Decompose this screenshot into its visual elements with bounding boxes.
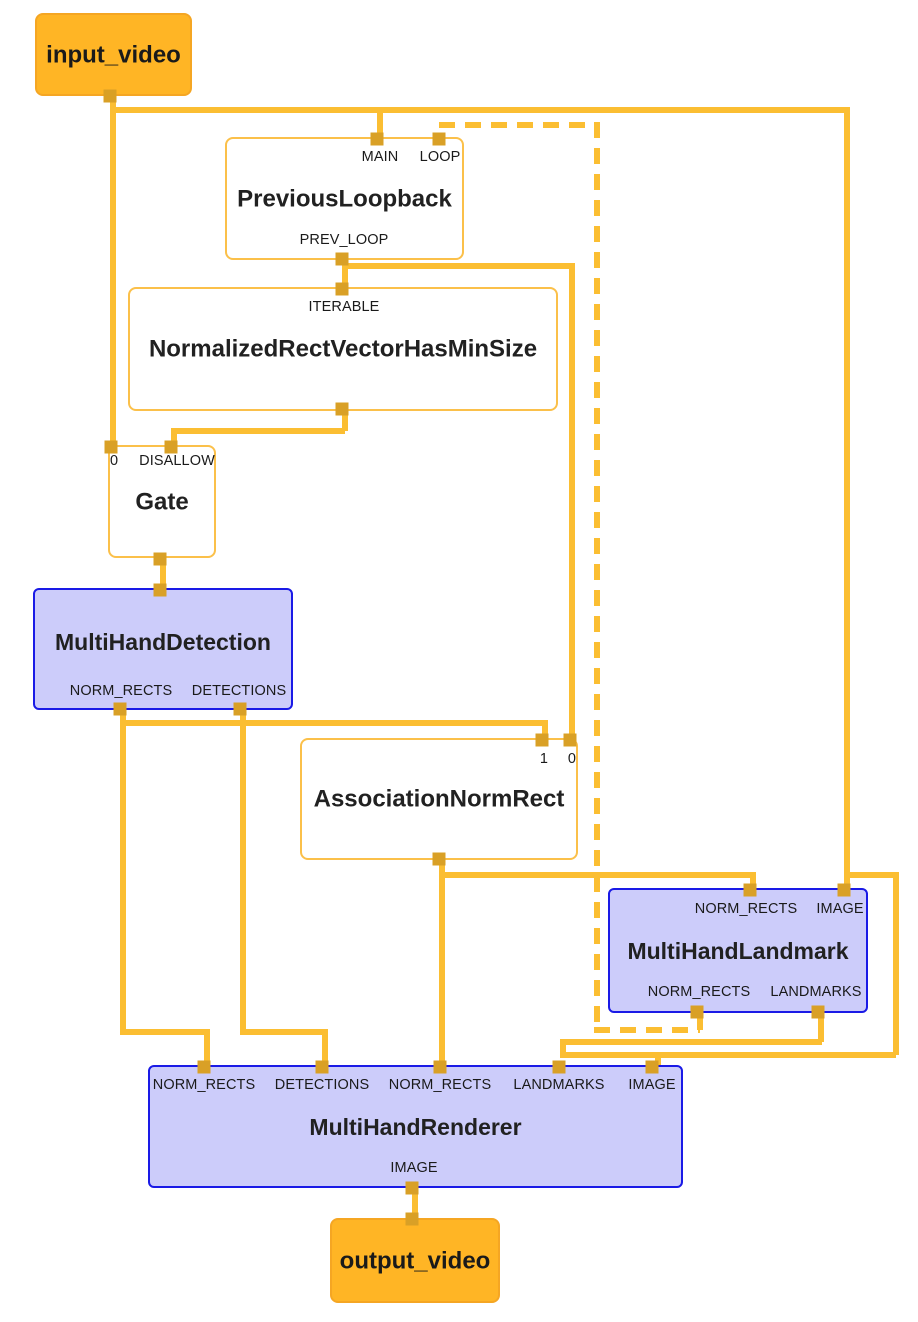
edge-hasminsize-out-stub [342, 405, 348, 431]
node-input-video-label: input_video [46, 40, 181, 68]
edge-gate-to-detection [160, 556, 166, 591]
port-previous-loopback-prev-loop[interactable] [335, 252, 349, 266]
port-renderer-image[interactable] [645, 1060, 659, 1074]
edge-input-to-landmark-image [844, 107, 850, 892]
port-label-iterable: ITERABLE [308, 299, 380, 315]
edge-landmark-loopback-h [594, 1027, 700, 1033]
port-landmark-in-image[interactable] [837, 883, 851, 897]
edge-landmark-landmarks-h2 [560, 1052, 658, 1058]
edge-detection-normrects-to-renderer-h [120, 1029, 207, 1035]
port-label-assoc-1: 1 [539, 751, 549, 767]
edge-image-to-renderer-h2 [652, 1052, 896, 1058]
port-renderer-landmarks[interactable] [552, 1060, 566, 1074]
port-label-assoc-0: 0 [567, 751, 577, 767]
edge-detection-normrects-to-assoc-h [120, 720, 545, 726]
node-gate[interactable]: Gate [108, 445, 216, 558]
port-multi-hand-detection-in[interactable] [153, 583, 167, 597]
edge-prevloop-to-assoc-h [342, 263, 575, 269]
port-label-landmark-out-norm-rects: NORM_RECTS [647, 984, 751, 1000]
port-label-main: MAIN [361, 149, 399, 165]
port-input-video-out[interactable] [103, 89, 117, 103]
port-gate-in0[interactable] [104, 440, 118, 454]
port-label-landmark-in-norm-rects: NORM_RECTS [694, 901, 798, 917]
edge-detection-normrects-to-renderer-v [204, 1029, 210, 1069]
port-association-in1[interactable] [535, 733, 549, 747]
port-renderer-norm-rects-2[interactable] [433, 1060, 447, 1074]
edge-detection-normrects-trunk [120, 708, 126, 1032]
port-label-renderer-landmarks: LANDMARKS [513, 1077, 605, 1093]
node-input-video[interactable]: input_video [35, 13, 192, 96]
port-has-min-size-out[interactable] [335, 402, 349, 416]
edge-renderer-to-output [412, 1185, 418, 1217]
node-output-video-label: output_video [339, 1246, 491, 1274]
node-multi-hand-landmark-label: MultiHandLandmark [627, 937, 849, 964]
edge-landmark-landmarks-v [560, 1039, 566, 1055]
port-multi-hand-detection-norm-rects[interactable] [113, 702, 127, 716]
edge-detection-normrects-to-assoc-v [542, 720, 548, 742]
port-label-landmark-in-image: IMAGE [816, 901, 864, 917]
edge-detection-detections-trunk [240, 708, 246, 1032]
port-gate-disallow[interactable] [164, 440, 178, 454]
port-renderer-out-image[interactable] [405, 1181, 419, 1195]
port-label-renderer-out-image: IMAGE [390, 1160, 438, 1176]
node-association-norm-rect[interactable]: AssociationNormRect [300, 738, 578, 860]
node-previous-loopback-label: PreviousLoopback [237, 184, 452, 212]
port-label-landmark-out-landmarks: LANDMARKS [770, 984, 862, 1000]
port-renderer-norm-rects-1[interactable] [197, 1060, 211, 1074]
edge-assoc-out-trunk [439, 857, 445, 1069]
edge-landmark-loopback-top-h [439, 122, 597, 128]
port-previous-loopback-main[interactable] [370, 132, 384, 146]
edge-landmark-landmarks-h [560, 1039, 822, 1045]
port-label-loop: LOOP [419, 149, 461, 165]
port-label-disallow: DISALLOW [139, 453, 215, 469]
node-multi-hand-landmark[interactable]: MultiHandLandmark [608, 888, 868, 1013]
edge-hasminsize-to-disallow-h [171, 428, 345, 434]
port-multi-hand-detection-detections[interactable] [233, 702, 247, 716]
edge-input-to-main [377, 107, 383, 140]
node-has-min-size-label: NormalizedRectVectorHasMinSize [148, 335, 538, 363]
port-renderer-detections[interactable] [315, 1060, 329, 1074]
port-gate-out[interactable] [153, 552, 167, 566]
port-association-in0[interactable] [563, 733, 577, 747]
port-label-renderer-norm-rects-2: NORM_RECTS [388, 1077, 492, 1093]
node-multi-hand-renderer-label: MultiHandRenderer [309, 1113, 522, 1140]
port-previous-loopback-loop[interactable] [432, 132, 446, 146]
node-output-video[interactable]: output_video [330, 1218, 500, 1303]
edge-prevloop-to-assoc-v [569, 263, 575, 741]
node-multi-hand-detection-label: MultiHandDetection [55, 628, 271, 655]
edge-landmark-landmarks-stub [818, 1010, 824, 1042]
port-label-gate-in0: 0 [110, 453, 119, 469]
port-label-renderer-detections: DETECTIONS [274, 1077, 370, 1093]
edge-prevloop-stub [342, 256, 348, 292]
edge-input-video-trunk [110, 90, 116, 455]
port-label-prev-loop: PREV_LOOP [299, 232, 389, 248]
port-output-video-in[interactable] [405, 1212, 419, 1226]
edge-landmark-loopback-v [594, 122, 600, 1030]
port-has-min-size-iterable[interactable] [335, 282, 349, 296]
port-landmark-out-norm-rects[interactable] [690, 1005, 704, 1019]
port-label-renderer-norm-rects-1: NORM_RECTS [152, 1077, 256, 1093]
edge-landmark-loopback-stub [697, 1010, 703, 1030]
port-association-out[interactable] [432, 852, 446, 866]
edge-image-to-renderer-h [844, 872, 896, 878]
edge-detection-detections-v [322, 1029, 328, 1069]
port-label-renderer-image: IMAGE [628, 1077, 676, 1093]
node-previous-loopback[interactable]: PreviousLoopback [225, 137, 464, 260]
edge-detection-detections-h [240, 1029, 325, 1035]
port-landmark-out-landmarks[interactable] [811, 1005, 825, 1019]
node-association-norm-rect-label: AssociationNormRect [313, 785, 565, 813]
port-label-detection-norm-rects: NORM_RECTS [69, 683, 173, 699]
edge-image-to-renderer-v [893, 872, 899, 1055]
edge-input-video-bus [110, 107, 850, 113]
edge-assoc-to-landmark-v [750, 872, 756, 892]
node-gate-label: Gate [135, 487, 189, 515]
port-landmark-in-norm-rects[interactable] [743, 883, 757, 897]
port-label-detection-detections: DETECTIONS [191, 683, 287, 699]
